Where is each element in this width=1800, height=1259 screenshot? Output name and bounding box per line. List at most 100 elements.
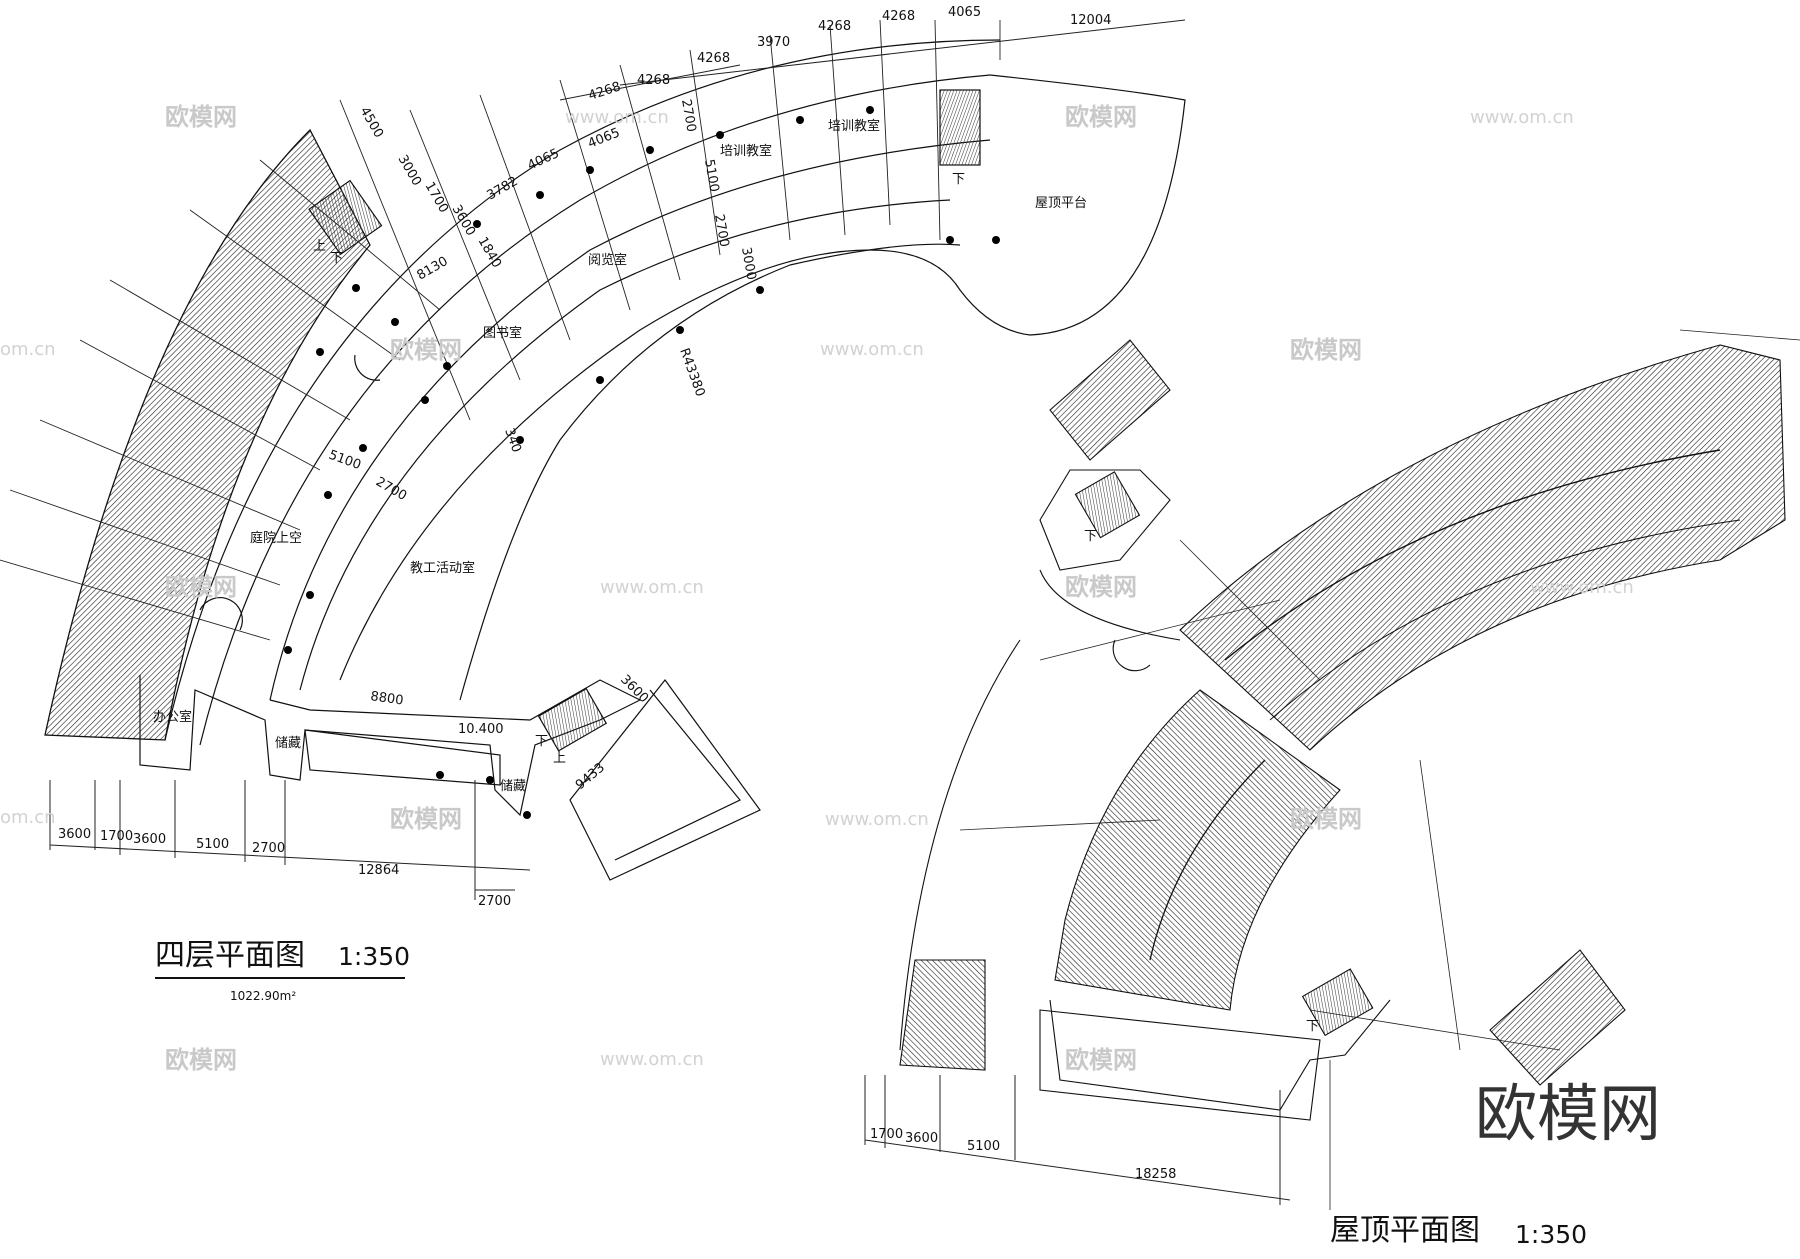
- watermark-url: www.om.cn: [600, 577, 704, 598]
- watermark-url: www.om.cn: [820, 339, 924, 360]
- watermarks: 欧模网 www.om.cn 欧模网 www.om.cn om.cn 欧模网 ww…: [0, 103, 1661, 1150]
- dimension-text: 3000: [395, 153, 425, 189]
- annex-block: [569, 679, 761, 881]
- stair-left: [308, 179, 383, 256]
- dimension-text: 3600: [449, 203, 479, 239]
- dimension-text: 2700: [711, 213, 732, 248]
- small-hip-roof-2: [899, 959, 986, 1071]
- dimension-text: 340: [501, 426, 524, 454]
- building-arc-2: [269, 139, 991, 701]
- dimension-text: 3600: [617, 672, 651, 706]
- watermark-url-short: om.cn: [0, 339, 56, 360]
- roof-plan-labels: 下 下 1700 3600 5100 18258 屋顶平面图 1:350: [870, 529, 1587, 1249]
- dimension-text: 4268: [587, 79, 623, 103]
- roof-bottom-dimension-line: [864, 1075, 1291, 1205]
- roof-lower-wing: [1054, 689, 1341, 1011]
- dimension-text: 2700: [252, 841, 285, 856]
- roof-upper-wing: [1179, 344, 1786, 751]
- roof-plan-title: 屋顶平面图: [1330, 1213, 1480, 1248]
- dimension-text: 1700: [422, 180, 452, 216]
- dimension-text: 4268: [697, 51, 730, 66]
- roof-radial-grid: [959, 329, 1800, 1210]
- dimension-text: 18258: [1135, 1167, 1176, 1182]
- room-label-courtyard-void: 庭院上空: [250, 530, 302, 546]
- dimension-text: 8130: [415, 254, 451, 284]
- dimension-text: 3600: [58, 827, 91, 842]
- roof-lower-wing-ridge: [1149, 759, 1266, 961]
- roof-terrace-outline: [869, 74, 1186, 336]
- dimension-text: 8800: [369, 689, 404, 708]
- bottom-dimension-line: [49, 780, 531, 900]
- small-hip-roof-3: [1489, 949, 1626, 1086]
- dimension-text: 12004: [1070, 13, 1111, 28]
- dimension-text: 3600: [133, 832, 166, 847]
- watermark-brand: 欧模网: [165, 103, 237, 131]
- building-arc-outer: [164, 39, 1001, 741]
- watermark-brand: 欧模网: [165, 1046, 237, 1074]
- columns: [284, 106, 1000, 819]
- room-label-library: 图书室: [483, 325, 522, 341]
- roof-arc-guide: [899, 639, 1021, 1051]
- room-label-storage-1: 储藏: [275, 736, 301, 751]
- stair-mark: 下: [1084, 529, 1097, 544]
- dimension-text: 4065: [948, 5, 981, 20]
- watermark-url: www.om.cn: [565, 107, 669, 128]
- dimension-text: 3000: [738, 246, 759, 281]
- floor-plan-scale: 1:350: [338, 942, 410, 971]
- lower-wing-outline: [139, 675, 642, 817]
- radial-grid: [0, 19, 1001, 641]
- outer-roof-band: [44, 128, 371, 741]
- watermark-url: www.om.cn: [1470, 107, 1574, 128]
- dimension-text: 9433: [573, 760, 608, 793]
- roof-plan-wing: [1039, 1009, 1321, 1121]
- roof-upper-wing-ridge: [1224, 449, 1721, 661]
- watermark-url: www.om.cn: [825, 809, 929, 830]
- roof-stair-bottom: [1301, 968, 1374, 1037]
- room-label-roof-terrace: 屋顶平台: [1035, 196, 1087, 211]
- floor-plan-title: 四层平面图: [155, 938, 305, 973]
- dimension-text: 4500: [357, 105, 387, 141]
- dimension-text: 4268: [882, 9, 915, 24]
- dimension-text: 10.400: [458, 722, 504, 737]
- door-swing-1: [354, 354, 381, 381]
- stair-bottom: [537, 687, 608, 752]
- dimension-text: R43380: [676, 346, 707, 398]
- dimension-text: 2700: [478, 894, 511, 909]
- small-hip-roof-1: [1049, 339, 1171, 461]
- building-arc-3: [299, 199, 951, 691]
- dimension-text: 2700: [373, 474, 409, 504]
- room-label-storage-2: 储藏: [500, 779, 526, 794]
- dimension-text: 4268: [637, 73, 670, 88]
- roof-plan: [864, 329, 1800, 1210]
- watermark-brand: 欧模网: [1290, 336, 1362, 364]
- stair-mark: 上: [313, 239, 326, 254]
- dimension-text: 2700: [678, 98, 699, 133]
- building-arc-inner: [459, 243, 961, 701]
- stair-mark: 下: [1306, 1019, 1319, 1034]
- room-label-training-room-1: 培训教室: [720, 143, 772, 159]
- dimension-text: 12864: [358, 863, 399, 878]
- lower-wing-inner: [304, 729, 501, 786]
- dimension-text: 3600: [905, 1131, 938, 1146]
- watermark-url: www.om.cn: [600, 1049, 704, 1070]
- fourth-floor-plan: [0, 19, 1186, 900]
- roof-plan-outline-upper: [1039, 469, 1171, 571]
- stair-mark: 下: [535, 734, 548, 749]
- watermark-brand: 欧模网: [1065, 1046, 1137, 1074]
- watermark-brand: 欧模网: [390, 805, 462, 833]
- roof-stair-top: [1074, 471, 1141, 539]
- dimension-text: 1700: [100, 829, 133, 844]
- room-label-reading-room: 阅览室: [588, 252, 627, 268]
- dimension-text: 4065: [586, 125, 622, 151]
- roof-plan-scale: 1:350: [1515, 1220, 1587, 1249]
- watermark-brand: 欧模网: [1065, 103, 1137, 131]
- watermark-url-short: om.cn: [0, 807, 56, 828]
- dimension-text: 3782: [485, 174, 521, 204]
- top-dimension-line: [559, 19, 1186, 101]
- building-arc-4: [339, 249, 871, 681]
- dimension-text: 3970: [757, 35, 790, 50]
- room-label-office: 办公室: [153, 709, 192, 725]
- logo-brand: 欧模网: [1475, 1077, 1661, 1150]
